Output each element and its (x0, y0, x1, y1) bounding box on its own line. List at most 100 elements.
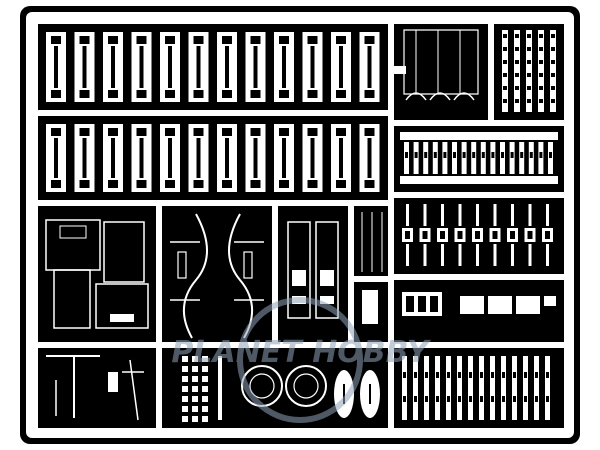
etch-part (108, 90, 118, 98)
etch-part (457, 231, 463, 239)
etch-part (279, 128, 289, 136)
etch-part (192, 376, 198, 382)
etch-part (202, 416, 208, 422)
etch-part (250, 180, 261, 188)
teeth-panel (394, 198, 564, 274)
etch-part (515, 34, 519, 38)
etch-part (253, 138, 258, 178)
etch-part (551, 34, 555, 38)
etch-part (443, 152, 447, 158)
etch-part (405, 231, 410, 239)
etch-part (502, 396, 505, 402)
etch-part (182, 386, 188, 392)
etch-part (307, 128, 318, 136)
etch-part (446, 356, 451, 420)
etch-part (539, 60, 543, 64)
etch-part (202, 366, 208, 372)
etch-part (182, 366, 188, 372)
etch-part (193, 180, 204, 188)
etch-part (82, 46, 87, 88)
rack-panel (394, 126, 564, 192)
etch-part (501, 152, 504, 158)
etch-part (458, 244, 462, 266)
etch-part (515, 73, 519, 77)
etch-part (527, 47, 531, 51)
etch-part (513, 372, 516, 378)
etch-part (403, 396, 406, 402)
etch-part (51, 128, 61, 136)
etch-part (529, 152, 533, 158)
etch-part (403, 372, 406, 378)
etch-part (510, 152, 514, 158)
etch-part (527, 60, 531, 64)
etch-part (539, 73, 543, 77)
etch-part (406, 244, 409, 266)
hinge-strip-panel (494, 24, 564, 120)
etch-part (202, 406, 208, 412)
etch-part (367, 138, 372, 178)
etch-part (336, 128, 346, 136)
etch-part (422, 231, 428, 239)
etch-part (469, 372, 472, 378)
etch-part (425, 372, 428, 378)
etch-part (476, 204, 479, 226)
etch-part (136, 128, 147, 136)
etch-part (307, 36, 318, 44)
etch-part (527, 34, 531, 38)
etch-part (515, 99, 519, 103)
etch-part (405, 152, 408, 158)
etch-part (202, 376, 208, 382)
etch-part (441, 244, 444, 266)
etch-part (279, 90, 289, 98)
etch-part (192, 416, 198, 422)
etch-part (539, 99, 543, 103)
sprue-panel (354, 206, 388, 342)
etch-part (111, 46, 115, 88)
etch-part (79, 90, 90, 98)
etch-part (282, 46, 286, 88)
etch-part (192, 356, 198, 362)
etch-part (222, 180, 232, 188)
etch-part (364, 90, 375, 98)
etch-part (458, 204, 462, 226)
etch-part (82, 138, 87, 178)
etch-part (225, 138, 229, 178)
etch-part (551, 47, 555, 51)
etch-part (168, 46, 172, 88)
etch-part (54, 46, 58, 88)
etch-part (165, 180, 175, 188)
etch-part (51, 180, 61, 188)
etch-part (551, 99, 555, 103)
etch-part (539, 86, 543, 90)
etch-part (441, 204, 444, 226)
etch-part (339, 138, 343, 178)
etch-part (279, 180, 289, 188)
etch-part (458, 372, 461, 378)
etch-part (551, 73, 555, 77)
etch-part (520, 152, 524, 158)
etch-part (182, 416, 188, 422)
etch-part (545, 231, 550, 239)
etch-part (511, 244, 514, 266)
etch-part (424, 152, 428, 158)
wheel-panel (162, 348, 388, 428)
etch-part (192, 386, 198, 392)
etch-part (527, 99, 531, 103)
etch-part (136, 180, 147, 188)
etch-part (364, 36, 375, 44)
etch-part (336, 90, 346, 98)
etch-part (539, 152, 543, 158)
seat-panel (38, 206, 156, 342)
etch-part (503, 99, 507, 103)
etch-part (202, 386, 208, 392)
etch-part (111, 138, 115, 178)
etch-part (514, 30, 520, 112)
etch-part (545, 356, 550, 420)
tube-panel (162, 206, 272, 342)
etch-part (534, 356, 539, 420)
etch-part (447, 396, 450, 402)
etch-part (549, 152, 552, 158)
etch-part (510, 231, 515, 239)
etch-part (193, 36, 204, 44)
etch-part (539, 47, 543, 51)
